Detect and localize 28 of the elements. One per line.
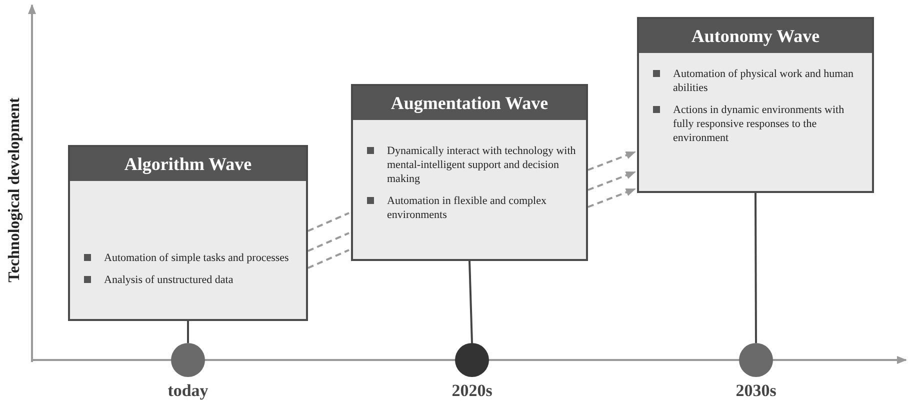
bullet-text: Automation in flexible and complex environments xyxy=(387,195,546,221)
dashed-line xyxy=(308,249,350,269)
bullet-text: Analysis of unstructured data xyxy=(104,274,234,286)
wave-card xyxy=(68,145,308,321)
bullet-text: Dynamically interact with technology with mental-intelligent support and decision making xyxy=(387,145,576,185)
dashed-arrow xyxy=(588,151,636,171)
timeline-dot xyxy=(171,343,205,377)
period-label: 2030s xyxy=(734,381,778,401)
connector-line xyxy=(468,260,473,344)
axis-title: Technological development xyxy=(6,98,24,282)
bullet-text: Automation of simple tasks and processes xyxy=(104,252,289,264)
wave-title: Autonomy Wave xyxy=(639,19,872,53)
dashed-arrow xyxy=(588,188,636,208)
dashed-line xyxy=(308,232,350,252)
dashed-line xyxy=(308,212,350,232)
connector-line xyxy=(754,193,757,343)
bullet-text: Automation of physical work and human abilities xyxy=(673,68,854,94)
timeline-dot xyxy=(739,343,773,377)
period-label: today xyxy=(166,381,210,401)
wave-title: Algorithm Wave xyxy=(70,147,306,181)
timeline-dot xyxy=(455,343,489,377)
wave-title: Augmentation Wave xyxy=(353,86,586,120)
dashed-arrow xyxy=(588,171,636,191)
bullet-text: Actions in dynamic environments with fully responsive responses to the environment xyxy=(673,104,844,144)
connector-line xyxy=(187,321,189,343)
wave-card xyxy=(637,17,874,193)
period-label: 2020s xyxy=(450,381,494,401)
wave-card xyxy=(351,84,588,261)
